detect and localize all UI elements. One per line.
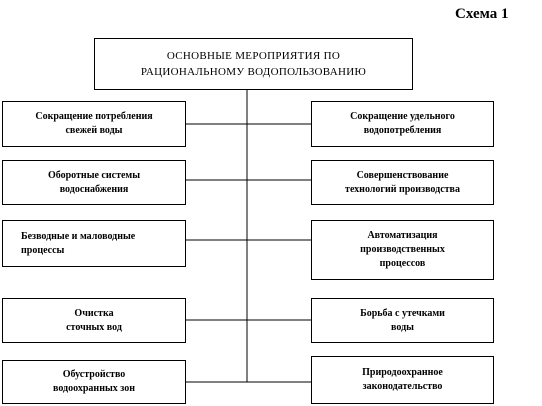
right-box-2: Совершенствование технологий производств…: [311, 160, 494, 205]
right-box-3-label: Автоматизация производственных процессов: [360, 230, 445, 269]
right-box-3: Автоматизация производственных процессов: [311, 220, 494, 280]
left-box-2-label: Оборотные системы водоснабжения: [47, 169, 141, 195]
left-box-3-label: Безводные и маловодные процессы: [21, 230, 136, 256]
right-box-1-label: Сокращение удельного водопотребления: [350, 111, 455, 136]
right-box-4: Борьба с утечками воды: [311, 298, 494, 343]
left-box-2: Оборотные системы водоснабжения: [2, 160, 186, 205]
left-box-5: Обустройство водоохранных зон: [2, 360, 186, 404]
scheme-label: Схема 1: [455, 6, 509, 22]
right-box-1: Сокращение удельного водопотребления: [311, 101, 494, 147]
right-box-5: Природоохранное законодательство: [311, 356, 494, 404]
left-box-1: Сокращение потребления свежей воды: [2, 101, 186, 147]
main-title: ОСНОВНЫЕ МЕРОПРИЯТИЯ ПО РАЦИОНАЛЬНОМУ ВО…: [140, 50, 367, 78]
left-box-1-label: Сокращение потребления свежей воды: [35, 111, 153, 136]
right-box-2-label: Совершенствование технологий производств…: [345, 169, 460, 195]
left-box-4-label: Очистка сточных вод: [66, 307, 122, 333]
main-box: ОСНОВНЫЕ МЕРОПРИЯТИЯ ПО РАЦИОНАЛЬНОМУ ВО…: [94, 38, 413, 90]
left-box-3: Безводные и маловодные процессы: [2, 220, 186, 267]
left-box-4: Очистка сточных вод: [2, 298, 186, 343]
right-box-5-label: Природоохранное законодательство: [362, 367, 443, 392]
right-box-4-label: Борьба с утечками воды: [360, 307, 445, 333]
left-box-5-label: Обустройство водоохранных зон: [53, 369, 135, 394]
